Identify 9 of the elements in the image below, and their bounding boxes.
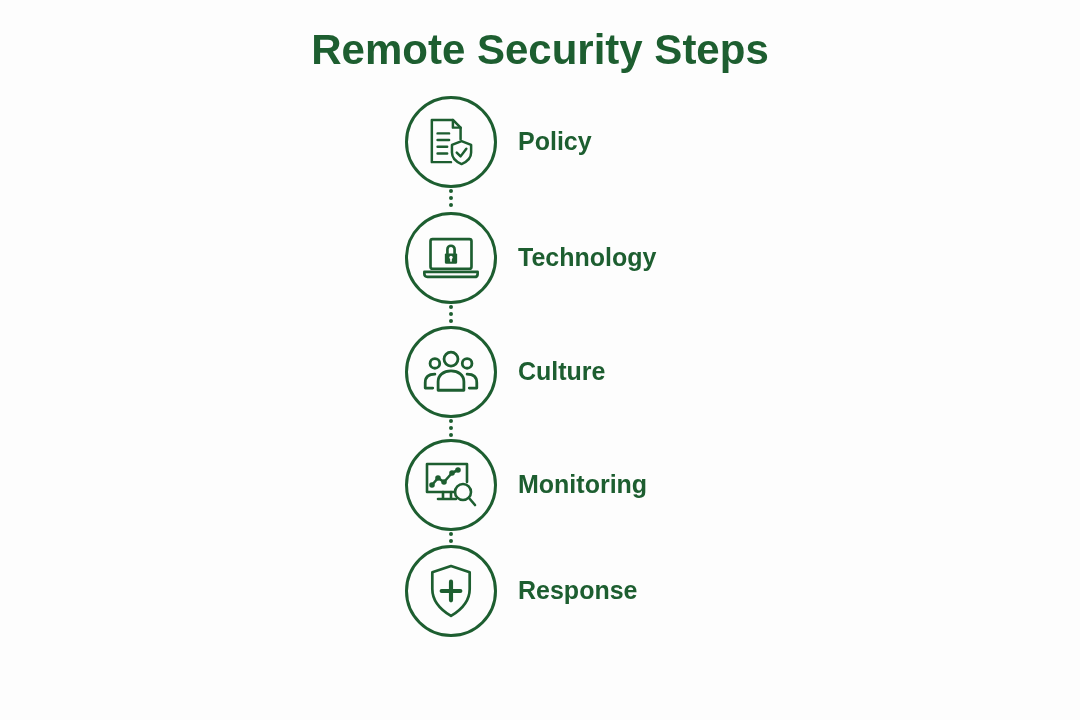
step-label: Policy bbox=[518, 126, 592, 156]
step-label: Response bbox=[518, 575, 638, 605]
dotted-connector bbox=[449, 305, 453, 325]
step-label: Monitoring bbox=[518, 469, 648, 499]
title: Remote Security Steps bbox=[311, 26, 769, 73]
dotted-connector bbox=[449, 532, 453, 544]
step-label: Technology bbox=[518, 242, 657, 272]
dotted-connector bbox=[449, 419, 453, 438]
step-label: Culture bbox=[518, 356, 606, 386]
